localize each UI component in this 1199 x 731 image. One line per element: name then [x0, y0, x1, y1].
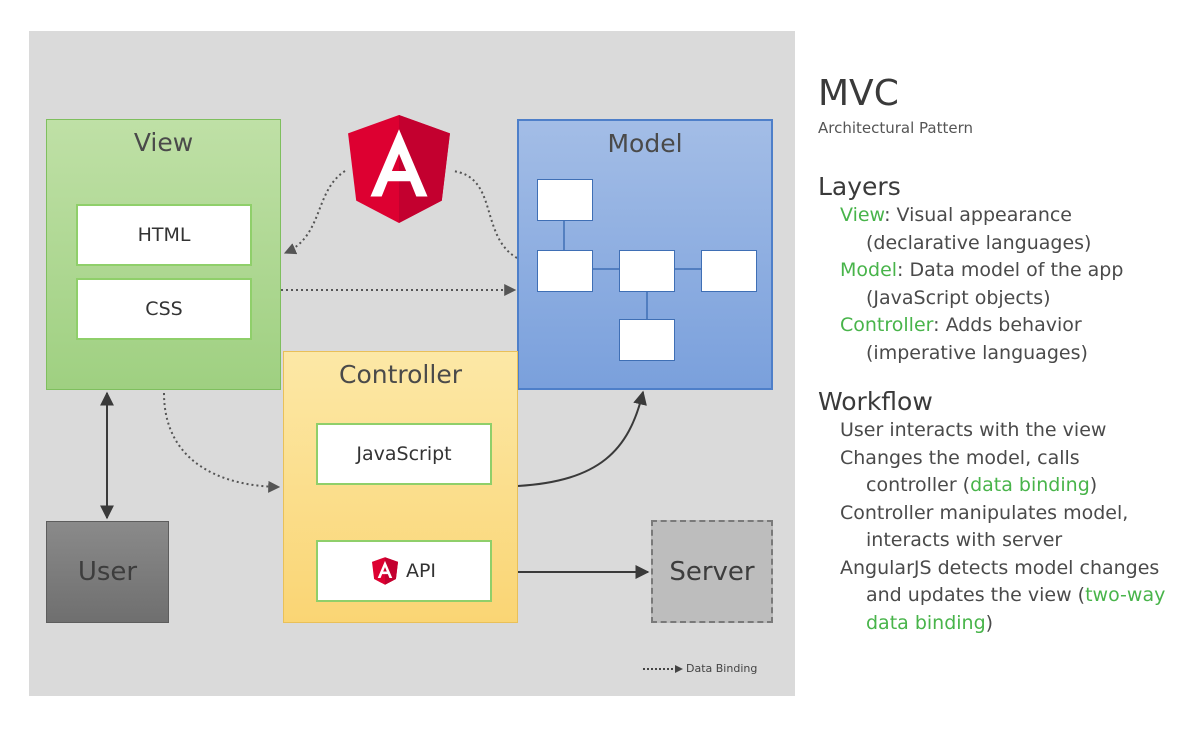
css-block: CSS	[76, 278, 252, 340]
html-block: HTML	[76, 204, 252, 266]
mvc-diagram: View HTML CSS Model Controller JavaScrip…	[29, 31, 795, 696]
api-label: API	[405, 560, 437, 582]
workflow-text: )	[1089, 474, 1098, 496]
controller-layer-box: Controller JavaScript API	[283, 351, 518, 623]
arrow-controller-to-model	[517, 390, 647, 487]
controller-title: Controller	[339, 360, 462, 389]
layer-model-line: Model: Data model of the app	[818, 257, 1178, 285]
view-layer-box: View HTML CSS	[46, 119, 281, 390]
model-node-root	[537, 179, 593, 221]
workflow-term-two-way: two-way	[1085, 584, 1166, 606]
layer-model-term: Model	[840, 259, 898, 281]
model-node-left	[537, 250, 593, 292]
dotted-arrow-icon	[643, 664, 683, 673]
layer-view-detail: (declarative languages)	[866, 231, 1092, 254]
model-title: Model	[607, 129, 683, 158]
workflow-step-2: Changes the model, calls	[840, 446, 1080, 469]
layer-view-term: View	[840, 204, 885, 226]
model-node-bottom	[619, 319, 675, 361]
workflow-step-3: Controller manipulates model,	[840, 501, 1129, 524]
layer-controller-term: Controller	[840, 314, 934, 336]
model-layer-box: Model	[517, 119, 773, 390]
model-tree-connectors	[563, 219, 702, 319]
layers-heading: Layers	[818, 172, 901, 201]
view-title: View	[133, 128, 194, 157]
server-box: Server	[651, 520, 773, 623]
workflow-text: )	[985, 611, 994, 634]
legend-label: Data Binding	[686, 662, 758, 675]
layer-view-desc: : Visual appearance	[884, 204, 1072, 226]
layer-controller-desc: : Adds behavior	[933, 314, 1082, 336]
workflow-step-4-cont: and updates the view (two-way	[818, 582, 1178, 610]
workflow-text: controller (	[866, 474, 971, 496]
workflow-term-data-binding: data binding	[970, 474, 1090, 496]
angular-logo-icon	[348, 115, 450, 223]
workflow-step-4: AngularJS detects model changes	[840, 556, 1160, 579]
page-subtitle: Architectural Pattern	[818, 119, 974, 137]
page-title: MVC	[818, 73, 899, 114]
binding-arrow-view-to-controller	[163, 392, 281, 493]
angular-logo-icon	[371, 557, 398, 585]
layer-view-line: View: Visual appearance	[818, 202, 1178, 230]
user-box: User	[46, 521, 169, 623]
workflow-text: and updates the view (	[866, 584, 1086, 606]
description-panel: MVC Architectural Pattern Layers View: V…	[818, 74, 1178, 637]
model-node-right	[701, 250, 757, 292]
workflow-step-2-cont: controller (data binding)	[818, 472, 1178, 500]
model-node-center	[619, 250, 675, 292]
javascript-block: JavaScript	[316, 423, 492, 485]
api-block: API	[316, 540, 492, 602]
server-title: Server	[669, 556, 755, 587]
layer-model-desc: : Data model of the app	[897, 259, 1124, 281]
legend: Data Binding	[643, 662, 757, 675]
binding-arrow-logo-to-view	[283, 170, 346, 255]
binding-line-model-to-logo	[451, 170, 518, 259]
layer-controller-detail: (imperative languages)	[866, 341, 1088, 364]
user-title: User	[77, 557, 138, 587]
workflow-term-data-binding: data binding	[866, 611, 986, 634]
workflow-step-4-cont2: data binding)	[818, 610, 1178, 638]
workflow-heading: Workflow	[818, 387, 933, 416]
layer-controller-line: Controller: Adds behavior	[818, 312, 1178, 340]
workflow-step-3-cont: interacts with server	[866, 529, 1063, 551]
workflow-step-1: User interacts with the view	[840, 419, 1107, 441]
layer-model-detail: (JavaScript objects)	[866, 286, 1051, 309]
